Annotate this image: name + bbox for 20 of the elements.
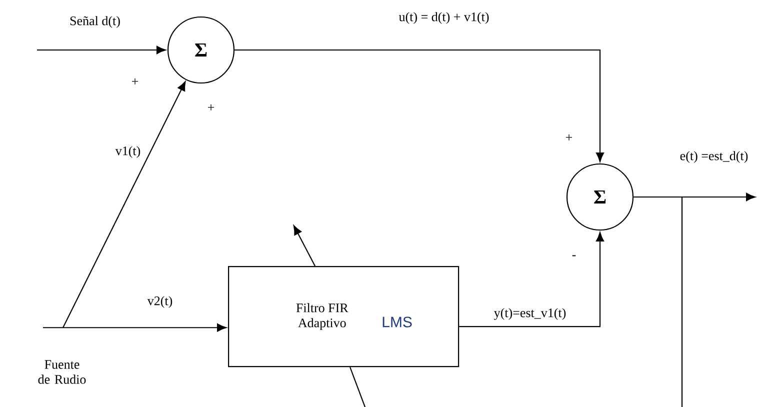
edge-label: e(t) =est_d(t)	[678, 150, 750, 164]
sign-label: +	[208, 104, 214, 110]
edge-label: Señal d(t)	[68, 15, 122, 29]
sign-label: +	[132, 78, 138, 84]
arrow	[37, 46, 166, 54]
edge-label: v2(t)	[146, 295, 174, 309]
arrow	[459, 232, 604, 328]
arrow	[234, 49, 604, 162]
arrow	[62, 81, 186, 328]
summing-junction: Σ	[566, 163, 634, 231]
sign-label: -	[572, 255, 576, 256]
arrow	[634, 192, 756, 202]
source-label: Fuente de Rudio	[38, 360, 86, 384]
summing-junction: Σ	[167, 16, 235, 84]
sign-label: +	[566, 134, 572, 140]
filter-box: Filtro FIR Adaptivo LMS	[228, 266, 460, 368]
edge-label: u(t) = d(t) + v1(t)	[398, 11, 490, 25]
edge-label: v1(t)	[114, 145, 142, 159]
arrow	[43, 324, 226, 332]
edge-label: y(t)=est_v1(t)	[492, 307, 568, 321]
